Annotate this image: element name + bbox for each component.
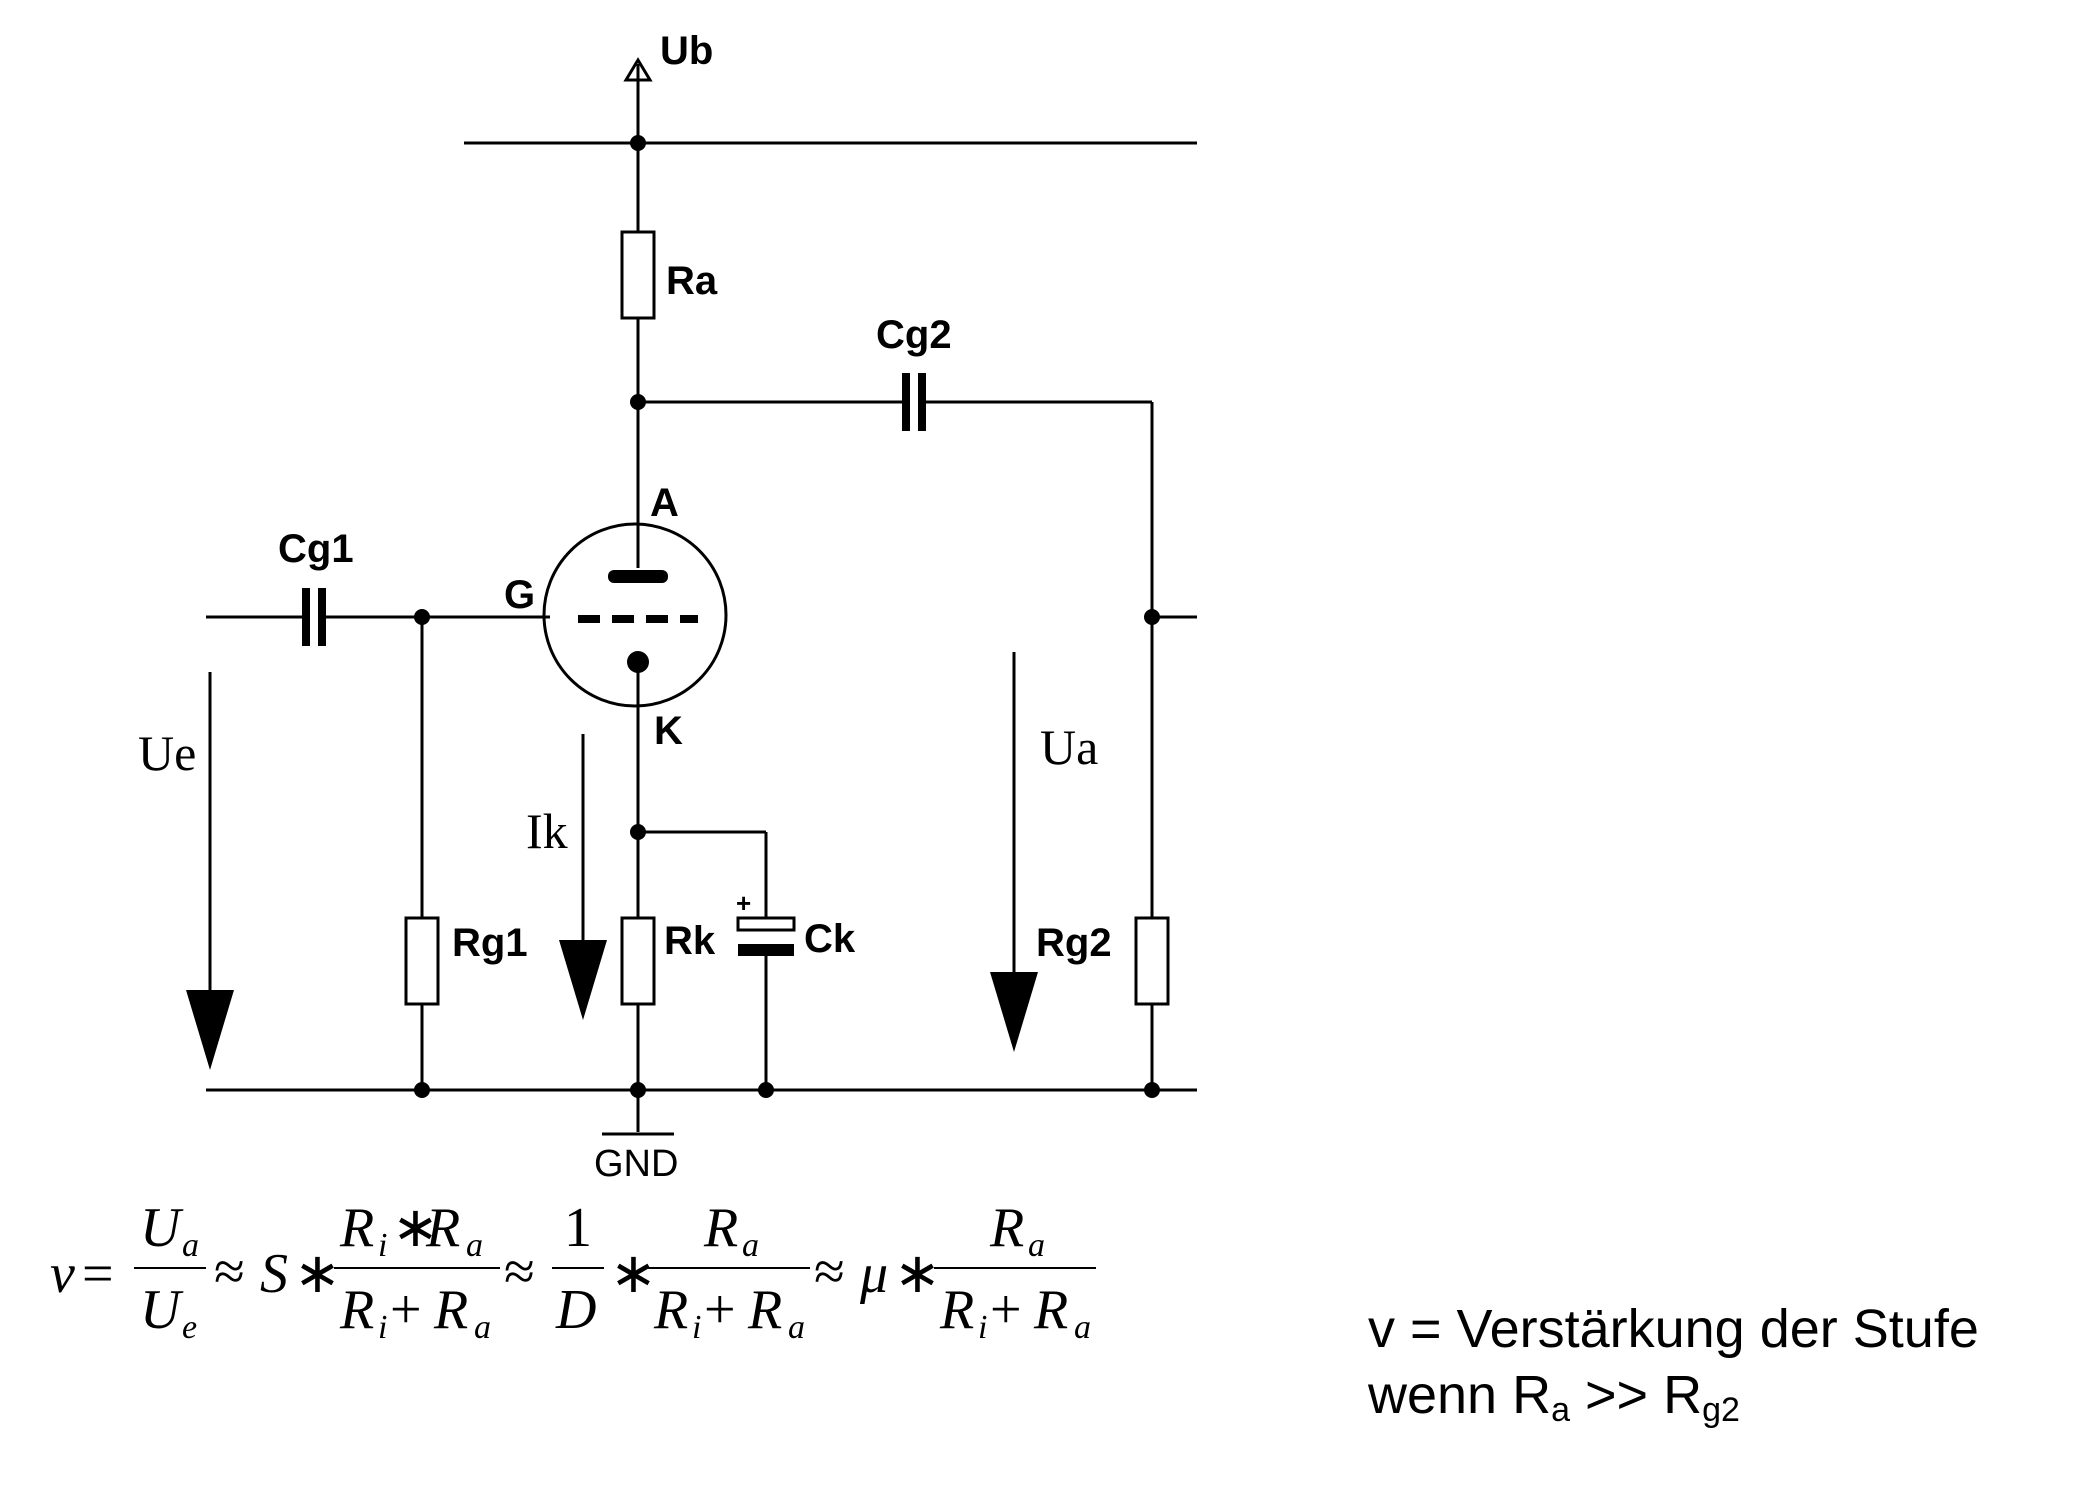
formula-num-sub-a: a — [182, 1227, 199, 1264]
resistor-ra — [620, 230, 656, 320]
junction-dot — [630, 1082, 646, 1098]
capacitor-ck-plate-bottom — [738, 944, 794, 956]
note-mid: >> R — [1570, 1365, 1703, 1425]
gain-note: v = Verstärkung der Stufe wenn Ra >> Rg2 — [1368, 1296, 1979, 1443]
formula-plus: + — [990, 1279, 1022, 1341]
formula-times: ∗ — [392, 1197, 439, 1259]
junction-dot — [758, 1082, 774, 1098]
formula-r: R — [703, 1197, 738, 1259]
formula-r: R — [653, 1279, 688, 1341]
label-ua: Ua — [1040, 719, 1098, 775]
resistor-rk — [620, 916, 656, 1006]
capacitor-cg1-plate-left — [302, 588, 310, 646]
formula-sub-a: a — [1028, 1227, 1045, 1264]
formula-approx-2: ≈ — [504, 1241, 535, 1303]
tube-grid-dash-1 — [578, 615, 600, 623]
formula-s: S — [260, 1243, 288, 1305]
formula-r: R — [989, 1197, 1024, 1259]
formula-sub-a: a — [466, 1227, 483, 1264]
formula-mu: μ — [859, 1243, 888, 1305]
label-cg1: Cg1 — [278, 527, 354, 571]
capacitor-cg2-plate-right — [918, 373, 926, 431]
formula-r: R — [339, 1197, 374, 1259]
junction-dot — [414, 609, 430, 625]
formula-approx-3: ≈ — [814, 1241, 845, 1303]
gain-note-line1: v = Verstärkung der Stufe — [1368, 1299, 1979, 1359]
formula-sub-a: a — [474, 1309, 491, 1346]
label-cathode: K — [654, 709, 683, 753]
note-prefix: wenn R — [1368, 1365, 1552, 1425]
label-ue: Ue — [138, 725, 196, 781]
capacitor-cg1-plate-right — [318, 588, 326, 646]
formula-times-1: ∗ — [294, 1243, 341, 1305]
resistor-rg1 — [404, 916, 440, 1006]
ik-arrowhead-icon — [559, 940, 607, 1020]
gain-formula: v = U a U e ≈ S ∗ R i ∗ R a R i + R a ≈ … — [50, 1197, 1096, 1346]
formula-r: R — [425, 1197, 460, 1259]
formula-r: R — [939, 1279, 974, 1341]
formula-times-3: ∗ — [894, 1243, 941, 1305]
supply-arrow-icon — [623, 57, 653, 82]
gain-note-line2: wenn Ra >> Rg2 — [1368, 1362, 1979, 1443]
formula-sub-i: i — [378, 1309, 387, 1346]
label-rg1: Rg1 — [452, 921, 528, 965]
tube-grid-dash-3 — [646, 615, 668, 623]
label-anode: A — [650, 481, 679, 525]
ua-arrowhead-icon — [990, 972, 1038, 1052]
junction-dot — [1144, 609, 1160, 625]
capacitor-cg2-plate-left — [902, 373, 910, 431]
formula-d: D — [555, 1279, 596, 1341]
label-gnd: GND — [594, 1143, 678, 1185]
label-ub: Ub — [660, 29, 713, 73]
junction-dot — [630, 824, 646, 840]
tube-envelope — [542, 522, 728, 708]
formula-sub-a: a — [788, 1309, 805, 1346]
tube-grid-dash-4 — [680, 615, 698, 623]
formula-sub-i: i — [378, 1227, 387, 1264]
formula-sub-i: i — [978, 1309, 987, 1346]
formula-den-sub-e: e — [182, 1309, 197, 1346]
formula-sub-a: a — [1074, 1309, 1091, 1346]
note-sub-a: a — [1551, 1391, 1571, 1429]
formula-times-2: ∗ — [610, 1243, 657, 1305]
capacitor-ck-plate-top — [736, 916, 796, 932]
label-ik: Ik — [526, 803, 568, 859]
formula-den-u: U — [140, 1279, 184, 1341]
tube-anode-plate — [608, 570, 668, 583]
label-cg2: Cg2 — [876, 313, 952, 357]
label-ck-plus: + — [736, 888, 751, 918]
resistor-rg2 — [1134, 916, 1170, 1006]
label-ra: Ra — [666, 259, 718, 303]
formula-one: 1 — [564, 1197, 592, 1259]
label-rk: Rk — [664, 919, 716, 963]
junction-dot — [414, 1082, 430, 1098]
formula-r: R — [1033, 1279, 1068, 1341]
tube-grid-dash-2 — [612, 615, 634, 623]
tube-cathode — [627, 651, 649, 673]
formula-eq: = — [82, 1243, 114, 1305]
formula-plus: + — [390, 1279, 422, 1341]
formula-num-u: U — [140, 1197, 184, 1259]
formula-approx-1: ≈ — [214, 1241, 245, 1303]
formula-r: R — [339, 1279, 374, 1341]
note-sub-g2: g2 — [1702, 1391, 1740, 1429]
label-rg2: Rg2 — [1036, 921, 1112, 965]
junction-dot — [630, 135, 646, 151]
ue-arrowhead-icon — [186, 990, 234, 1070]
formula-sub-i: i — [692, 1309, 701, 1346]
formula-r: R — [433, 1279, 468, 1341]
formula-plus: + — [704, 1279, 736, 1341]
label-grid: G — [504, 573, 535, 617]
label-ck: Ck — [804, 917, 856, 961]
formula-r: R — [747, 1279, 782, 1341]
formula-v: v — [50, 1243, 75, 1305]
formula-sub-a: a — [742, 1227, 759, 1264]
junction-dot — [630, 394, 646, 410]
junction-dot — [1144, 1082, 1160, 1098]
